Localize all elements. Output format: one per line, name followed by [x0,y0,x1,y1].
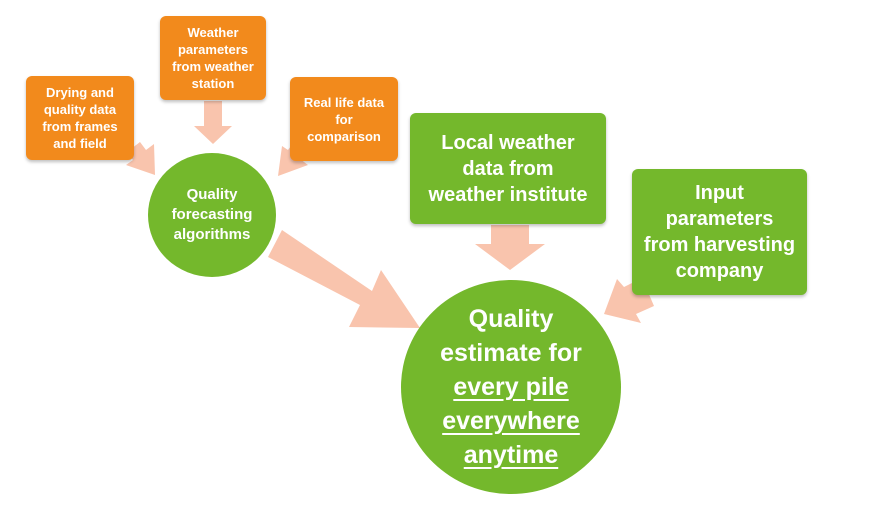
estimate-line-2: estimate for [440,339,582,367]
algorithms-line-2: forecasting [171,206,253,223]
weather-station-box: Weather parameters from weather station [160,16,266,100]
estimate-line-5: anytime [463,441,559,469]
estimate-line-1: Quality [468,305,554,333]
drying-quality-box: Drying and quality data from frames and … [26,76,134,160]
algorithms-line-1: Quality [186,186,238,203]
algorithms-line-3: algorithms [173,226,251,243]
quality-estimate-circle: Quality estimate for every pile everywhe… [401,280,621,494]
arrow-local-weather [475,225,545,270]
harvesting-company-box: Input parameters from harvesting company [632,169,807,295]
local-weather-box: Local weather data from weather institut… [410,113,606,224]
arrow-algorithms-estimate [268,230,420,328]
estimate-line-4: everywhere [442,407,580,435]
quality-forecasting-algorithms-circle: Quality forecasting algorithms [148,153,276,277]
real-life-data-box: Real life data for comparison [290,77,398,161]
estimate-line-3: every pile [453,373,569,401]
arrow-weather-station [194,101,232,144]
